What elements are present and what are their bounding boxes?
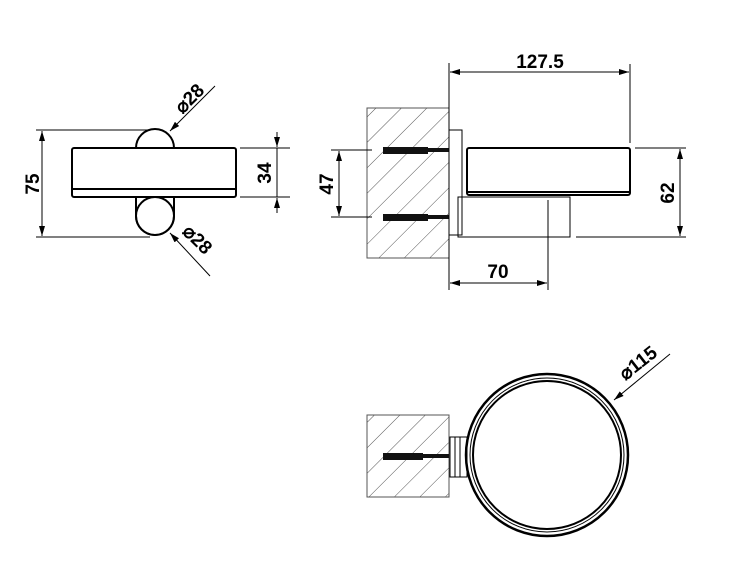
dim-label-34: 34 bbox=[255, 162, 276, 184]
dimension-diameter-28-top: ⌀28 bbox=[169, 80, 216, 132]
dim-label-127-5: 127.5 bbox=[516, 52, 564, 73]
dim-label-28-top: ⌀28 bbox=[171, 80, 209, 118]
front-view: 75 34 ⌀28 ⌀28 bbox=[23, 80, 290, 277]
dim-label-75: 75 bbox=[23, 173, 44, 195]
dimension-62: 62 bbox=[576, 147, 686, 238]
side-view: 127.5 47 62 70 bbox=[317, 52, 686, 290]
dimension-47: 47 bbox=[317, 149, 372, 218]
knob-bottom-circle bbox=[135, 196, 175, 236]
wall-screw-top bbox=[383, 147, 449, 154]
dimension-diameter-115: ⌀115 bbox=[613, 342, 671, 401]
wall-section bbox=[366, 107, 450, 259]
dimension-34: 34 bbox=[240, 132, 290, 213]
dim-label-28-bottom: ⌀28 bbox=[178, 221, 216, 259]
dimension-70: 70 bbox=[450, 200, 549, 290]
dim-label-62: 62 bbox=[658, 182, 679, 203]
dimension-127-5: 127.5 bbox=[448, 52, 631, 290]
dim-label-115: ⌀115 bbox=[616, 342, 662, 385]
wall-screw-bottom bbox=[383, 214, 449, 221]
bracket bbox=[457, 196, 571, 238]
shelf-side bbox=[466, 147, 631, 196]
connector bbox=[449, 436, 468, 478]
wall-screw-top-view bbox=[383, 453, 449, 460]
top-view: ⌀115 bbox=[366, 342, 671, 538]
dimension-diameter-28-bottom: ⌀28 bbox=[169, 221, 216, 277]
dimension-75: 75 bbox=[23, 129, 150, 238]
dim-label-70: 70 bbox=[487, 262, 508, 283]
dim-label-47: 47 bbox=[317, 173, 338, 194]
wall-plate bbox=[448, 129, 463, 236]
knob-top bbox=[135, 128, 175, 149]
dish-ring bbox=[464, 372, 630, 538]
